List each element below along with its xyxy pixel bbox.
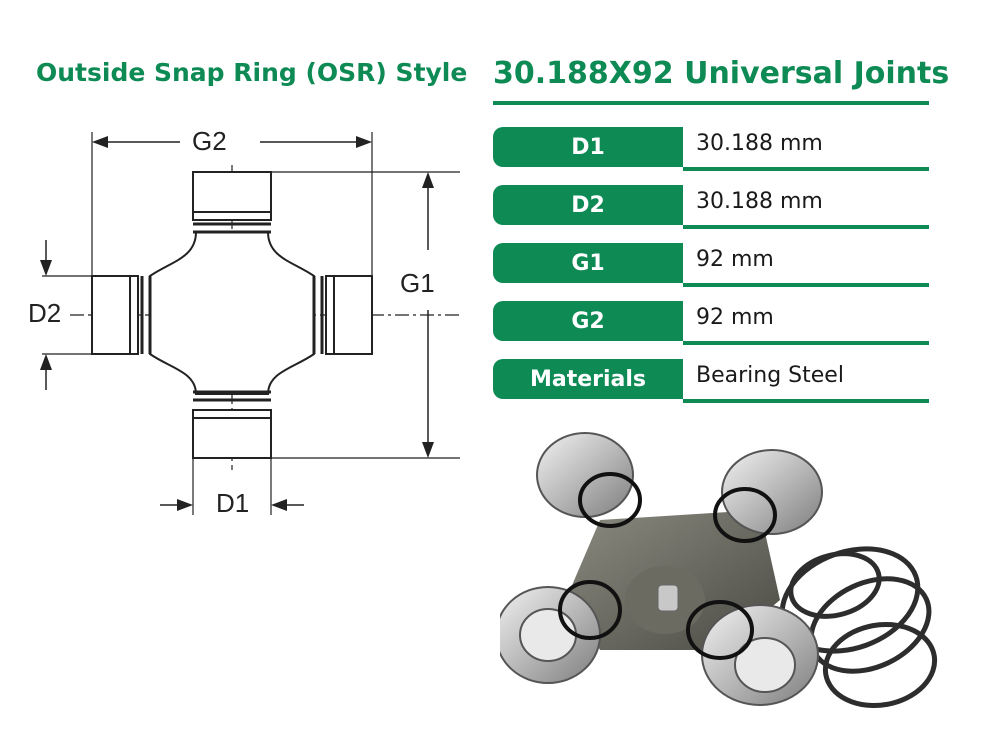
dim-label-d1: D1 (216, 488, 249, 518)
spec-row-g2: G2 92 mm (493, 301, 929, 345)
spec-value: 30.188 mm (696, 189, 823, 214)
spec-row-materials: Materials Bearing Steel (493, 359, 929, 403)
product-title: 30.188X92 Universal Joints (493, 56, 950, 91)
row-divider (683, 167, 929, 171)
spec-value: Bearing Steel (696, 363, 844, 388)
dim-label-g1: G1 (400, 268, 435, 298)
spec-row-g1: G1 92 mm (493, 243, 929, 287)
spec-key: Materials (493, 359, 683, 399)
universal-joint-photo (500, 432, 938, 709)
spec-row-d1: D1 30.188 mm (493, 127, 929, 171)
spec-table: D1 30.188 mm D2 30.188 mm G1 92 mm G2 92… (493, 127, 929, 417)
drawing-title: Outside Snap Ring (OSR) Style (36, 58, 468, 87)
row-divider (683, 283, 929, 287)
spec-row-d2: D2 30.188 mm (493, 185, 929, 229)
spec-value: 30.188 mm (696, 131, 823, 156)
row-divider (683, 399, 929, 403)
universal-joint-drawing: G2 G1 D2 D1 (28, 126, 460, 518)
spec-value: 92 mm (696, 305, 774, 330)
title-underline (493, 101, 929, 105)
spec-value: 92 mm (696, 247, 774, 272)
spec-key: D1 (493, 127, 683, 167)
dim-label-d2: D2 (28, 298, 61, 328)
spec-key: D2 (493, 185, 683, 225)
spec-key: G1 (493, 243, 683, 283)
row-divider (683, 341, 929, 345)
dim-label-g2: G2 (192, 126, 227, 156)
spec-key: G2 (493, 301, 683, 341)
row-divider (683, 225, 929, 229)
